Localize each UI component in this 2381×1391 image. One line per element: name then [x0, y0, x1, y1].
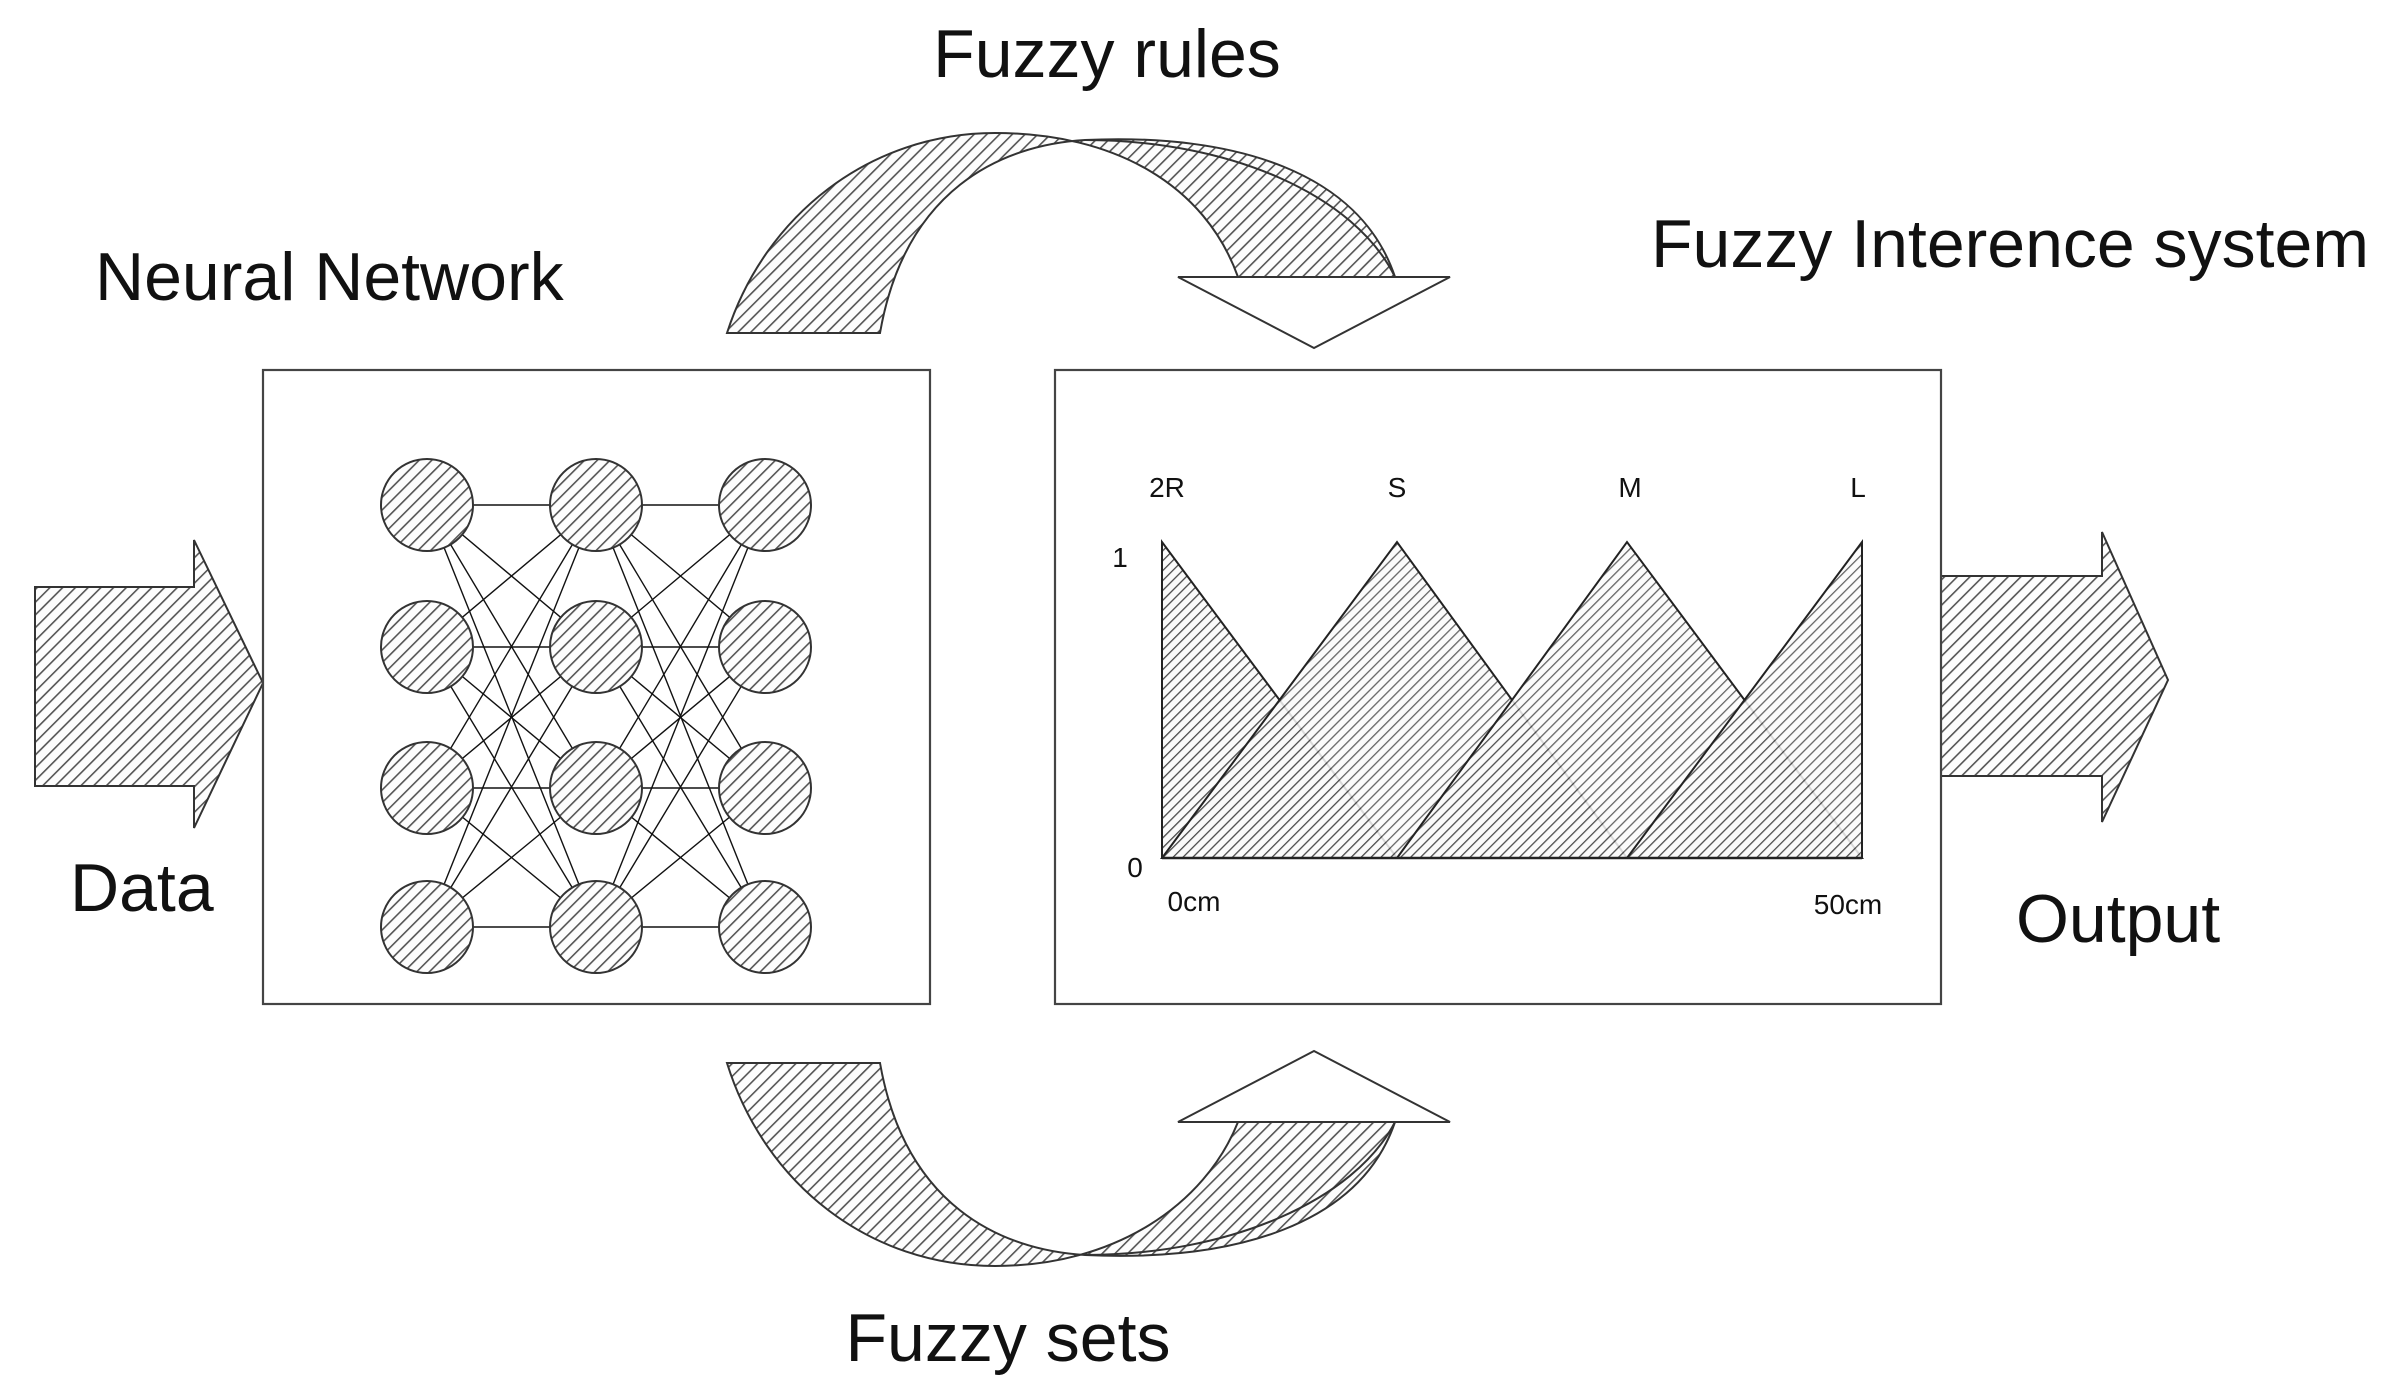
fuzzy-rules-arrow-outline: [1084, 139, 1396, 278]
output-node: [718, 458, 812, 552]
input-node: [380, 880, 474, 974]
y-max-label: 1: [1112, 542, 1128, 573]
input-node: [380, 741, 474, 835]
y-min-label: 0: [1127, 852, 1143, 883]
hidden-node: [549, 880, 643, 974]
set-label-2R: 2R: [1149, 472, 1185, 503]
label-output: Output: [2016, 881, 2220, 957]
input-node: [380, 600, 474, 694]
membership-functions: [1160, 538, 1864, 860]
fuzzy-sets-arrow-head: [1177, 1049, 1451, 1123]
fuzzy-sets-arrow-outline: [1084, 1121, 1396, 1256]
set-label-L: L: [1850, 472, 1866, 503]
output-node: [718, 880, 812, 974]
hidden-node: [549, 741, 643, 835]
fuzzy-rules-arrow-head: [1177, 276, 1451, 350]
set-label-M: M: [1618, 472, 1641, 503]
label-neural-network: Neural Network: [95, 239, 565, 315]
output-node: [718, 741, 812, 835]
data-input-arrow: [34, 539, 265, 829]
label-fis: Fuzzy Interence system: [1651, 206, 2369, 282]
output-arrow: [1931, 531, 2170, 823]
x-max-label: 50cm: [1814, 889, 1882, 920]
output-node: [718, 600, 812, 694]
label-data: Data: [70, 850, 214, 926]
set-label-S: S: [1388, 472, 1407, 503]
label-fuzzy-rules: Fuzzy rules: [933, 16, 1281, 92]
hidden-node: [549, 458, 643, 552]
label-fuzzy-sets: Fuzzy sets: [846, 1300, 1171, 1376]
hidden-node: [549, 600, 643, 694]
fuzzy-sets-arrow: [725, 1049, 1451, 1268]
fuzzy-rules-arrow: [725, 131, 1451, 350]
input-node: [380, 458, 474, 552]
network-nodes: [380, 458, 812, 974]
x-min-label: 0cm: [1168, 886, 1221, 917]
